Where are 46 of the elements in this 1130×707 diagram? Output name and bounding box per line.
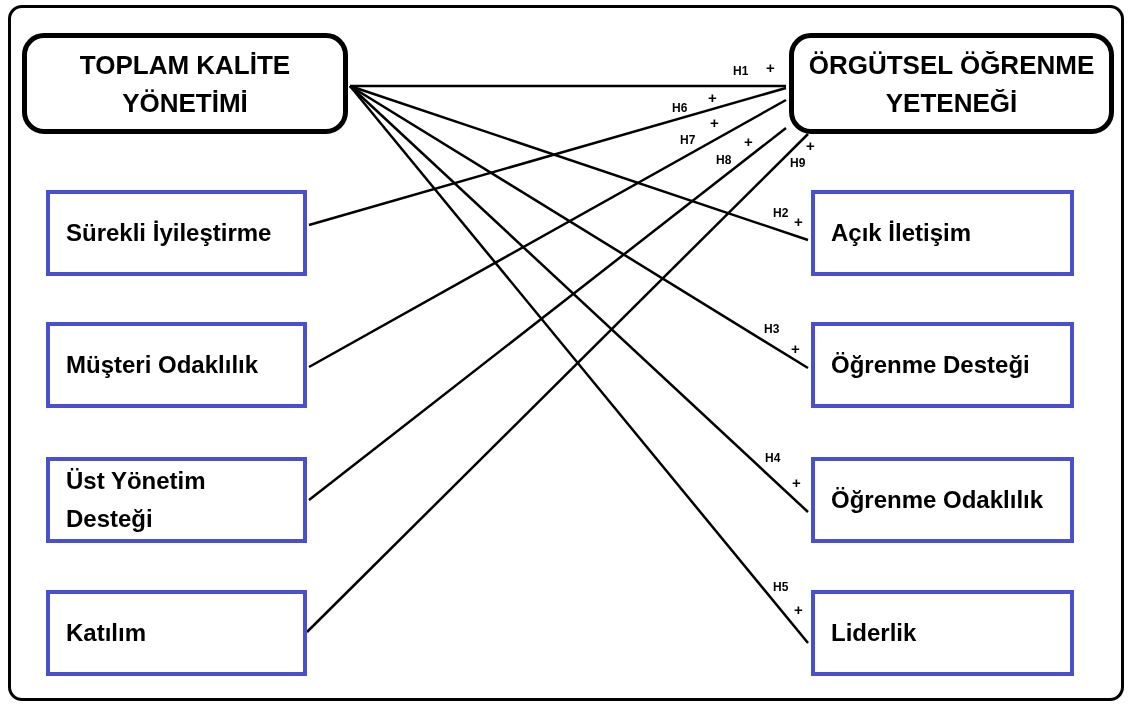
- node-label: Öğrenme Odaklılık: [830, 485, 1045, 515]
- plus-sign: +: [710, 115, 719, 130]
- node-label: Müşteri Odaklılık: [65, 350, 260, 380]
- plus-sign: +: [791, 341, 800, 356]
- edge-label: H8: [716, 153, 732, 167]
- dimension-box: [811, 190, 1074, 276]
- node-label: ÖRGÜTSEL ÖĞRENME YETENEĞİ: [807, 48, 1096, 120]
- dimension-box: [46, 590, 307, 676]
- construct-box: [22, 33, 348, 134]
- dimension-box: [811, 590, 1074, 676]
- edge-label: H2: [773, 206, 789, 220]
- dimension-box: [811, 457, 1074, 543]
- construct-box: [789, 33, 1114, 134]
- node-label: Sürekli İyileştirme: [65, 218, 273, 248]
- node-label: Açık İletişim: [830, 218, 973, 248]
- dimension-box: [46, 457, 307, 543]
- plus-sign: +: [766, 60, 775, 75]
- plus-sign: +: [744, 134, 753, 149]
- dimension-box: [46, 322, 307, 408]
- plus-sign: +: [792, 475, 801, 490]
- edge-label: H7: [680, 133, 696, 147]
- connector-line: [308, 86, 787, 227]
- plus-sign: +: [794, 602, 803, 617]
- node-label: Öğrenme Desteği: [830, 350, 1031, 380]
- connector-line: [308, 98, 787, 369]
- plus-sign: +: [708, 90, 717, 105]
- node-label: Liderlik: [830, 618, 918, 648]
- plus-sign: +: [794, 214, 803, 229]
- connector-line: [349, 84, 809, 370]
- node-label: Üst Yönetim Desteği: [65, 466, 207, 534]
- connector-line: [306, 133, 809, 633]
- edge-label: H4: [765, 451, 781, 465]
- connector-line: [308, 127, 787, 501]
- edge-label: H3: [764, 322, 780, 336]
- edge-label: H6: [672, 101, 688, 115]
- node-label: TOPLAM KALİTE YÖNETİMİ: [78, 48, 292, 120]
- plus-sign: +: [806, 138, 815, 153]
- node-label: Katılım: [65, 618, 147, 648]
- dimension-box: [811, 322, 1074, 408]
- connector-line: [350, 84, 786, 88]
- edge-label: H1: [733, 64, 749, 78]
- connector-line: [349, 85, 809, 644]
- edge-label: H5: [773, 580, 789, 594]
- edge-label: H9: [790, 156, 806, 170]
- dimension-box: [46, 190, 307, 276]
- connector-line: [349, 85, 809, 513]
